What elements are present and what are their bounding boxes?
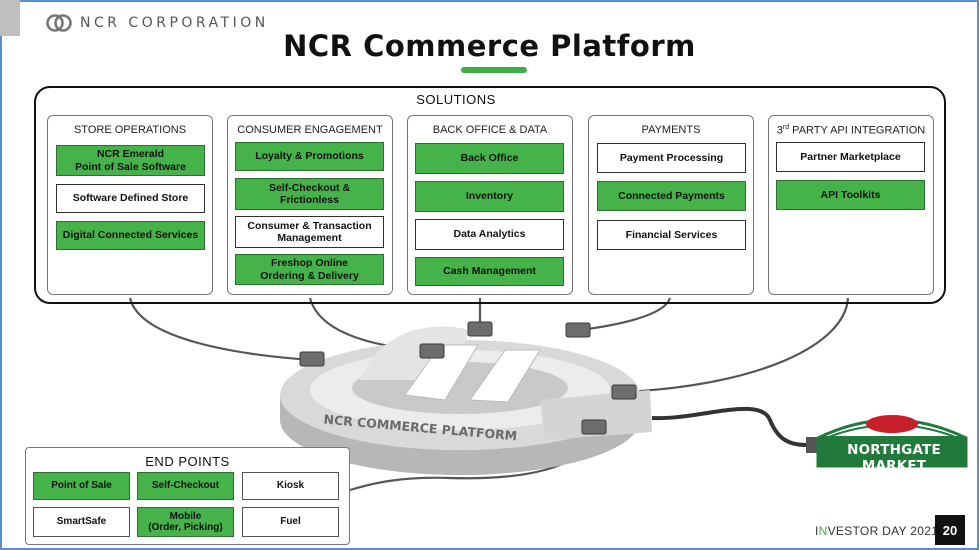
tile-api-toolkits[interactable]: API Toolkits [776,180,925,210]
tile-label: Consumer & Transaction [247,219,372,232]
tile-label: Point of Sale Software [75,160,186,173]
endpoint-mobile[interactable]: Mobile (Order, Picking) [137,507,234,537]
tile-label: Frictionless [280,194,339,206]
ncr-brand: NCR CORPORATION [46,13,269,33]
tile-partner-marketplace[interactable]: Partner Marketplace [776,142,925,172]
endpoints-title: END POINTS [145,454,230,469]
tile-label: Loyalty & Promotions [255,150,364,163]
endpoint-smartsafe[interactable]: SmartSafe [33,507,130,537]
cable-customer [651,406,807,447]
tile-financial-services[interactable]: Financial Services [597,220,746,250]
heading-number: 3 [776,124,783,137]
event-label-start: I [815,524,819,538]
platform-disc [280,326,652,475]
event-label-accent: N [818,524,828,538]
event-label: INVESTOR DAY 2021 [815,524,938,538]
tile-label: API Toolkits [820,188,881,201]
page-number: 20 [935,515,965,545]
heading-ordinal: rd [782,124,790,131]
tile-payment-processing[interactable]: Payment Processing [597,143,746,173]
tile-digital-connected-services[interactable]: Digital Connected Services [56,221,205,250]
northgate-market-logo [816,415,968,468]
tile-label: Connected Payments [618,189,725,202]
column-heading: PAYMENTS [641,124,701,136]
tile-label: Ordering & Delivery [260,269,359,282]
endpoint-label: Point of Sale [51,480,112,492]
column-heading: BACK OFFICE & DATA [432,124,548,136]
endpoint-label: (Order, Picking) [148,522,223,533]
connector-3 [467,321,493,337]
tile-loyalty-promotions[interactable]: Loyalty & Promotions [235,142,384,171]
tile-label: Data Analytics [453,228,526,241]
tile-inventory[interactable]: Inventory [415,181,564,212]
event-label-end: VESTOR DAY 2021 [827,524,939,538]
tile-software-defined-store[interactable]: Software Defined Store [56,184,205,213]
tile-label: Inventory [465,190,514,203]
column-heading: STORE OPERATIONS [73,124,187,136]
tile-label: NCR Emerald [96,148,165,161]
column-heading: 3rd PARTY API INTEGRATION [769,124,933,137]
tile-label: Self-Checkout & [268,181,351,194]
corner-tab [0,0,20,36]
endpoint-kiosk[interactable]: Kiosk [242,472,339,500]
page-title: NCR Commerce Platform [283,29,696,63]
connector-2 [419,343,445,359]
title-underline [461,67,527,73]
tile-connected-payments[interactable]: Connected Payments [597,181,746,211]
endpoint-fuel[interactable]: Fuel [242,507,339,537]
tile-label: Software Defined Store [72,192,189,205]
endpoint-label: Self-Checkout [151,480,220,492]
tile-cash-management[interactable]: Cash Management [415,257,564,286]
connector-6 [581,419,607,435]
connector-5 [611,384,637,400]
tile-label: Digital Connected Services [62,229,199,242]
tile-self-checkout-frictionless[interactable]: Self-Checkout & Frictionless [235,178,384,210]
tile-label: Partner Marketplace [800,150,901,163]
tile-label: Back Office [460,152,519,165]
tile-label: Payment Processing [619,151,724,164]
tile-data-analytics[interactable]: Data Analytics [415,219,564,250]
customer-name: NORTHGATE MARKET [847,442,941,474]
connector-4 [565,322,591,338]
solutions-title: SOLUTIONS [416,92,496,107]
cable-store-operations [128,297,313,362]
tile-freshop-online[interactable]: Freshop Online Ordering & Delivery [235,254,384,285]
column-heading: CONSUMER ENGAGEMENT [237,124,383,136]
connector-1 [299,351,325,367]
endpoint-label: Mobile [169,510,202,522]
tile-label: Freshop Online [270,257,348,270]
company-name: NCR CORPORATION [80,15,269,31]
endpoint-label: Kiosk [276,480,305,492]
endpoint-label: SmartSafe [56,516,107,528]
endpoint-self-checkout[interactable]: Self-Checkout [137,472,234,500]
tile-back-office[interactable]: Back Office [415,143,564,174]
tile-label: Cash Management [443,265,536,278]
solutions-panel [34,86,946,304]
tile-label: Management [277,232,342,244]
endpoint-label: Fuel [280,516,301,528]
cable-api-integration [624,297,850,394]
tile-label: Financial Services [625,228,718,241]
tile-consumer-transaction-management[interactable]: Consumer & Transaction Management [235,216,384,248]
tile-ncr-emerald-pos[interactable]: NCR Emerald Point of Sale Software [56,145,205,176]
heading-text: PARTY API INTEGRATION [789,124,926,137]
endpoint-point-of-sale[interactable]: Point of Sale [33,472,130,500]
ncr-logo-icon [46,14,72,32]
